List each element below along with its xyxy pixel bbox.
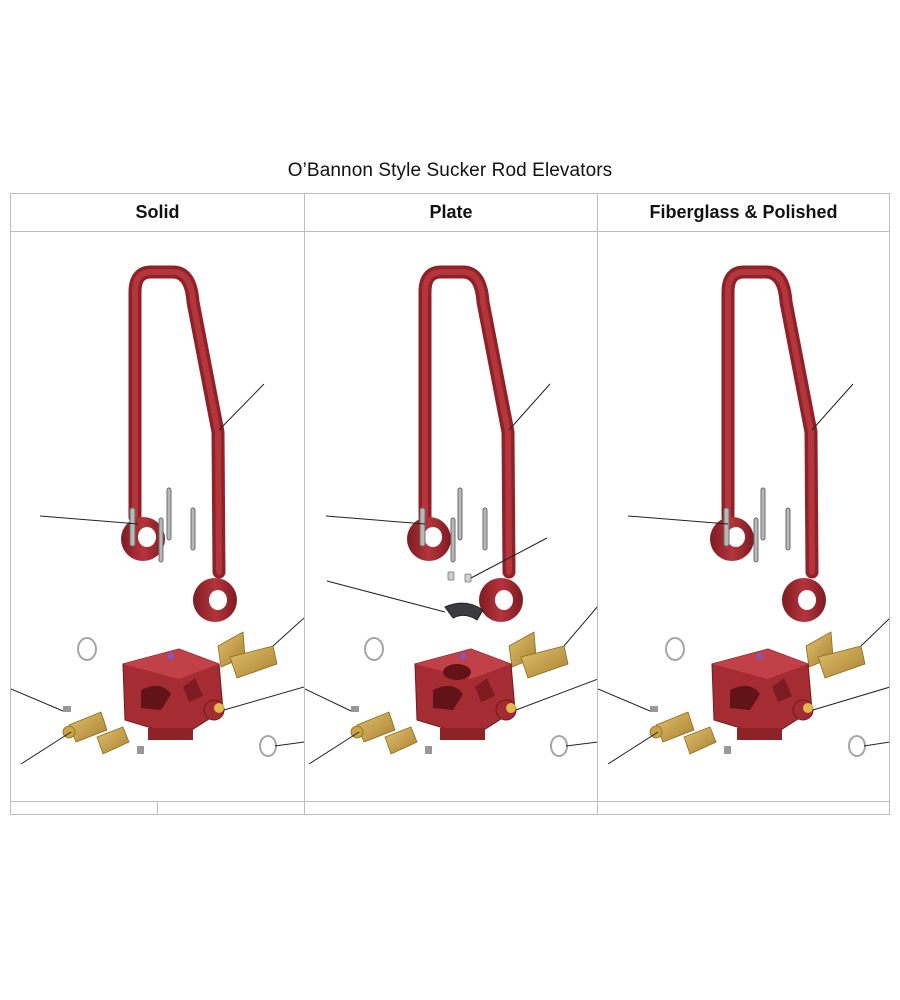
latch-bottom	[350, 711, 418, 755]
elevator-drawing-fiberglass-polished	[598, 232, 889, 803]
latch-top	[508, 631, 569, 679]
callout-line	[20, 731, 72, 765]
elevator-drawing-plate	[305, 232, 597, 803]
set-screw	[724, 746, 731, 754]
callout-line	[607, 731, 659, 765]
callout-line	[863, 741, 889, 747]
o-ring	[259, 735, 277, 757]
callout-line	[515, 678, 597, 711]
set-screw	[63, 706, 71, 712]
set-screw	[137, 746, 144, 754]
bail	[710, 265, 826, 622]
column-solid: Solid	[11, 194, 304, 814]
set-screw	[650, 706, 658, 712]
callout-line	[470, 537, 548, 579]
callout-line	[272, 617, 304, 647]
set-screw	[351, 706, 359, 712]
footer-row	[305, 801, 597, 814]
retainer-plate	[444, 602, 484, 621]
callout-line	[308, 731, 360, 765]
callout-line	[11, 688, 64, 712]
o-ring	[665, 637, 685, 661]
callout-line	[508, 383, 551, 431]
o-ring	[77, 637, 97, 661]
callout-line	[627, 515, 729, 525]
callout-line	[565, 741, 597, 747]
callout-line	[223, 686, 304, 711]
column-header-fiberglass-polished: Fiberglass & Polished	[598, 194, 889, 232]
pins	[129, 487, 196, 563]
elevator-drawing-solid	[11, 232, 304, 803]
latch-top	[217, 631, 278, 679]
latch-top	[805, 631, 866, 679]
callout-line	[274, 741, 304, 747]
callout-line	[860, 618, 889, 647]
footer-divider	[157, 802, 158, 814]
elevator-body	[122, 648, 225, 740]
latch-bottom	[649, 711, 717, 755]
set-screw	[425, 746, 432, 754]
o-ring	[550, 735, 568, 757]
latch-bottom	[62, 711, 130, 755]
callout-line	[218, 383, 265, 431]
callout-line	[812, 686, 889, 711]
column-plate: Plate	[304, 194, 597, 814]
footer-row	[11, 801, 304, 814]
footer-row	[598, 801, 889, 814]
pins	[723, 487, 791, 563]
callout-line	[598, 688, 651, 712]
elevator-body	[414, 648, 517, 740]
bail	[121, 265, 237, 622]
o-ring	[848, 735, 866, 757]
o-ring	[364, 637, 384, 661]
page-title: O’Bannon Style Sucker Rod Elevators	[287, 160, 613, 181]
callout-line	[39, 515, 139, 525]
callout-line	[563, 606, 597, 647]
callout-line	[811, 383, 854, 431]
callout-line	[305, 688, 352, 712]
callout-line	[325, 515, 426, 525]
callout-line	[326, 580, 446, 613]
pins	[419, 487, 488, 563]
plate-fasteners	[447, 571, 472, 583]
bail	[407, 265, 523, 622]
column-fiberglass-polished: Fiberglass & Polished	[597, 194, 889, 814]
comparison-table: Solid	[10, 193, 890, 815]
elevator-body	[711, 648, 814, 740]
column-header-solid: Solid	[11, 194, 304, 232]
column-header-plate: Plate	[305, 194, 597, 232]
